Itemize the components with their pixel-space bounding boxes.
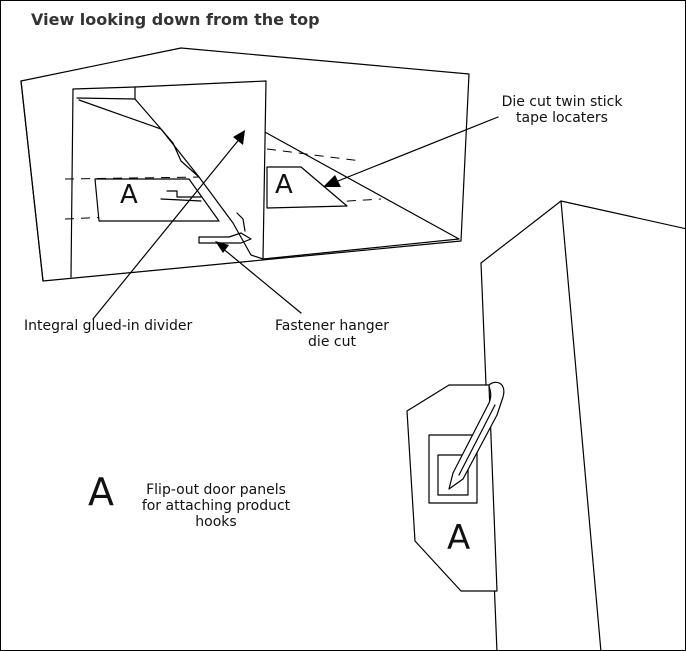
legend-letter: A (88, 470, 114, 514)
label-flip-line2: for attaching product (141, 498, 291, 514)
left-inner-top-2 (76, 97, 136, 100)
label-hanger-line1: Fastener hanger (274, 318, 390, 334)
label-flip-line1: Flip-out door panels (146, 482, 286, 498)
right-floor-diagonal (262, 130, 460, 240)
left-inner-top (72, 86, 136, 90)
flip-panel-right (266, 166, 348, 209)
door-panel-perspective (406, 200, 685, 650)
hook-inner-line (458, 404, 496, 476)
box-top-view (20, 47, 470, 282)
leader-tape (332, 116, 499, 184)
left-inner-edge (70, 88, 74, 278)
dashed-line-left-upper (64, 176, 202, 180)
label-tape-line2: tape locaters (516, 110, 608, 126)
label-fastener-hanger: Fastener hanger die cut (263, 318, 401, 350)
panel-top-edge (480, 200, 685, 264)
tab-left-2 (160, 198, 202, 202)
diagram-title: View looking down from the top (31, 10, 320, 29)
panel-letter-right: A (275, 170, 293, 200)
label-tape-line1: Die cut twin stick (501, 94, 623, 110)
product-hook (448, 381, 505, 490)
label-hanger-line2: die cut (308, 334, 356, 350)
leader-divider (92, 136, 242, 320)
hook-panel-letter: A (447, 518, 471, 558)
label-tape-locaters: Die cut twin stick tape locaters (488, 94, 636, 126)
box-left-edge (20, 80, 44, 282)
plate-window-inner (437, 454, 469, 496)
label-flip-out: Flip-out door panels for attaching produ… (126, 482, 306, 530)
arrow-hanger (215, 241, 229, 253)
label-divider: Integral glued-in divider (24, 318, 193, 334)
divider-fold (160, 128, 200, 178)
panel-letter-left: A (120, 180, 138, 210)
integral-divider (134, 80, 267, 260)
tab-left (166, 190, 202, 198)
fastener-hanger (198, 232, 252, 244)
leader-hanger (220, 246, 302, 314)
arrow-tape (323, 175, 341, 187)
leaders (92, 116, 499, 320)
panel-fold-edge (560, 200, 602, 650)
arrow-divider (233, 130, 245, 145)
label-flip-line3: hooks (195, 514, 237, 530)
tab-right (236, 212, 246, 232)
flip-panel-left (94, 178, 220, 222)
front-edge-right (262, 238, 460, 260)
